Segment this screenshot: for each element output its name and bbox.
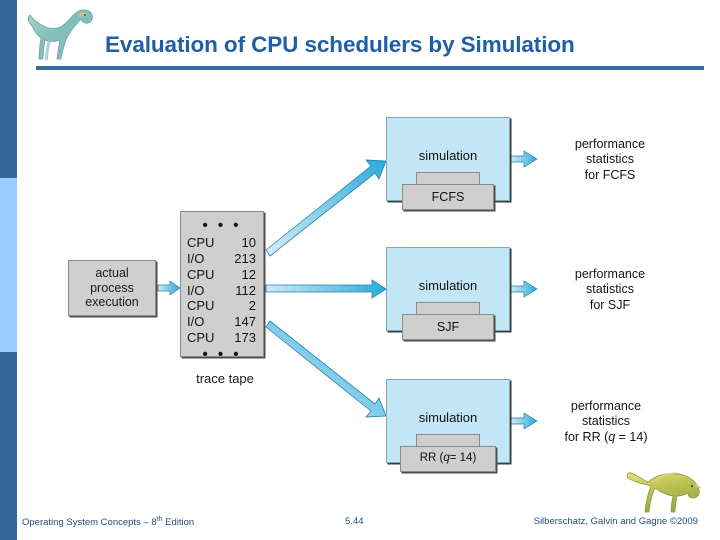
plaque-top-step bbox=[416, 302, 480, 315]
arrow-tape-to-sjf bbox=[265, 279, 387, 299]
simulation-box-rr: simulation RR (q = 14) bbox=[386, 379, 510, 472]
stats-line2: statistics bbox=[582, 414, 630, 429]
footer-edition-suffix: Edition bbox=[162, 517, 195, 529]
scheduler-plaque-sjf: SJF bbox=[402, 302, 494, 340]
tape-op: I/O bbox=[187, 282, 205, 298]
trace-tape-dots-top: • • • bbox=[202, 217, 242, 234]
plaque-top-step bbox=[416, 434, 480, 447]
footer-edition-ordinal: th bbox=[156, 516, 163, 523]
dinosaur-logo-icon bbox=[27, 9, 93, 60]
stats-rr-pre: for RR ( bbox=[564, 429, 609, 444]
footer-page-number: 5.44 bbox=[345, 516, 364, 527]
tape-value: 213 bbox=[234, 250, 256, 266]
scheduler-plaque-rr: RR (q = 14) bbox=[400, 434, 496, 472]
footer-edition-text: Operating System Concepts – 8 bbox=[22, 517, 157, 529]
stats-line3: for SJF bbox=[589, 297, 631, 312]
table-row: I/O 213 bbox=[181, 251, 263, 267]
table-row: I/O 147 bbox=[181, 314, 263, 330]
performance-statistics-fcfs: performance statistics for FCFS bbox=[540, 137, 680, 183]
trace-tape-caption: trace tape bbox=[196, 371, 254, 386]
tape-op: CPU bbox=[187, 298, 215, 314]
stats-line1: performance bbox=[570, 399, 642, 413]
arrow-process-to-tape bbox=[157, 280, 181, 296]
stats-line2: statistics bbox=[586, 152, 634, 167]
footer-edition: Operating System Concepts – 8th Edition bbox=[22, 516, 194, 528]
rr-label-pre: RR ( bbox=[419, 452, 444, 465]
arrow-tape-to-fcfs bbox=[265, 159, 387, 257]
scheduler-name-fcfs: FCFS bbox=[402, 184, 494, 210]
simulation-label: simulation bbox=[418, 278, 478, 293]
tape-value: 12 bbox=[241, 266, 256, 282]
trace-tape-rows: • • • CPU 10 I/O 213 CPU 12 I/O 112 CPU … bbox=[181, 217, 263, 364]
tape-op: CPU bbox=[187, 330, 215, 346]
simulation-label: simulation bbox=[418, 410, 478, 425]
arrow-tape-to-rr bbox=[265, 320, 387, 418]
stats-rr-post: = 14) bbox=[615, 429, 648, 444]
tape-value: 147 bbox=[234, 314, 256, 330]
arrow-sjf-to-stats bbox=[510, 280, 538, 298]
table-row: CPU 12 bbox=[181, 267, 263, 283]
tape-op: I/O bbox=[187, 314, 205, 330]
arrow-rr-to-stats bbox=[510, 412, 538, 430]
stats-line2: statistics bbox=[586, 282, 634, 297]
rr-label-post: = 14) bbox=[449, 452, 477, 465]
actual-process-line3: execution bbox=[85, 295, 139, 310]
arrow-fcfs-to-stats bbox=[510, 150, 538, 168]
dinosaur-footer-icon bbox=[626, 472, 701, 513]
performance-statistics-sjf: performance statistics for SJF bbox=[540, 267, 680, 313]
tape-value: 10 bbox=[241, 235, 256, 250]
table-row: CPU 10 bbox=[181, 235, 263, 251]
tape-value: 2 bbox=[248, 298, 256, 314]
stats-line3: for RR (q = 14) bbox=[536, 430, 676, 445]
stats-rr-quantum-symbol: q bbox=[608, 429, 616, 444]
title-underline-rule bbox=[36, 66, 704, 70]
simulation-box-fcfs: simulation FCFS bbox=[386, 117, 510, 210]
simulation-label: simulation bbox=[418, 148, 478, 163]
tape-op: CPU bbox=[187, 235, 215, 250]
stats-line3: for FCFS bbox=[584, 167, 636, 182]
rr-quantum-symbol: q bbox=[443, 452, 450, 465]
scheduler-plaque-fcfs: FCFS bbox=[402, 172, 494, 210]
tape-value: 173 bbox=[234, 330, 256, 346]
actual-process-line1: actual bbox=[95, 265, 129, 280]
table-row: CPU 173 bbox=[181, 330, 263, 346]
tape-op: I/O bbox=[187, 250, 205, 266]
stripe-segment-bottom bbox=[0, 352, 17, 540]
simulation-diagram: actual process execution • • • CPU 10 I/… bbox=[0, 95, 720, 495]
slide-footer: Operating System Concepts – 8th Edition … bbox=[0, 504, 720, 540]
stats-line1: performance bbox=[574, 137, 646, 151]
tape-value: 112 bbox=[235, 282, 256, 298]
table-row: CPU 2 bbox=[181, 298, 263, 314]
stripe-segment-middle bbox=[0, 178, 17, 352]
trace-tape-dots-bottom: • • • bbox=[202, 346, 242, 364]
stripe-segment-top bbox=[0, 0, 17, 178]
page-title: Evaluation of CPU schedulers by Simulati… bbox=[105, 32, 575, 57]
actual-process-execution-box: actual process execution bbox=[68, 260, 156, 316]
table-row: I/O 112 bbox=[181, 283, 263, 299]
plaque-top-step bbox=[416, 172, 480, 185]
tape-op: CPU bbox=[187, 266, 215, 282]
trace-tape-box: • • • CPU 10 I/O 213 CPU 12 I/O 112 CPU … bbox=[180, 211, 264, 362]
footer-copyright: Silberschatz, Galvin and Gagne ©2009 bbox=[533, 516, 698, 527]
scheduler-name-rr: RR (q = 14) bbox=[400, 446, 496, 472]
actual-process-line2: process bbox=[90, 280, 134, 295]
slide-header: Evaluation of CPU schedulers by Simulati… bbox=[0, 0, 720, 95]
stats-line1: performance bbox=[574, 267, 646, 281]
performance-statistics-rr: performance statistics for RR (q = 14) bbox=[536, 399, 676, 445]
scheduler-name-sjf: SJF bbox=[402, 314, 494, 340]
left-edge-stripe bbox=[0, 0, 17, 540]
simulation-box-sjf: simulation SJF bbox=[386, 247, 510, 340]
